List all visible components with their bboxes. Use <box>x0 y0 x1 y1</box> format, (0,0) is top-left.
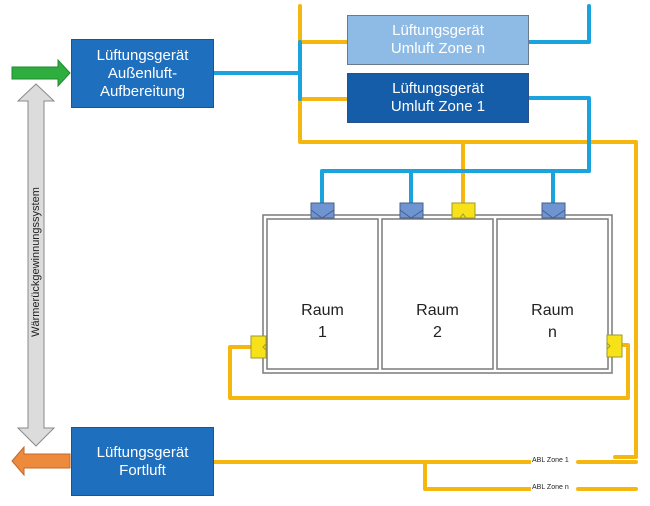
unit-outdoor-air-treatment[interactable]: Lüftungsgerät Außenluft- Aufbereitung <box>71 39 214 108</box>
room-1-name: Raum <box>301 302 344 319</box>
room-2[interactable]: Raum 2 <box>382 300 493 344</box>
duct-label-abl-zone-1: ABL Zone 1 <box>531 457 570 464</box>
exhaust-air-outlet-arrow-icon <box>11 445 71 477</box>
outdoor-air-intake-arrow-icon <box>11 58 71 88</box>
room-2-id: 2 <box>433 324 442 341</box>
room-1[interactable]: Raum 1 <box>267 300 378 344</box>
supply-diffuser-room2-icon <box>399 202 424 219</box>
unit-zone-1-line2: Umluft Zone 1 <box>390 98 486 115</box>
supply-diffuser-room1-icon <box>310 202 335 219</box>
extract-duct-room1-loop <box>228 343 630 400</box>
unit-exhaust-air[interactable]: Lüftungsgerät Fortluft <box>71 427 214 496</box>
unit-recirculation-zone-1[interactable]: Lüftungsgerät Umluft Zone 1 <box>347 73 529 123</box>
unit-exhaust-line1: Lüftungsgerät <box>96 443 189 461</box>
extract-grille-roomn-icon <box>606 334 623 358</box>
unit-recirculation-zone-n[interactable]: Lüftungsgerät Umluft Zone n <box>347 15 529 65</box>
room-1-wall <box>266 218 379 370</box>
unit-exhaust-line2: Fortluft <box>119 461 166 479</box>
unit-outdoor-air-line2: Außenluft- <box>107 64 178 82</box>
room-1-id: 1 <box>318 324 327 341</box>
room-n-wall <box>496 218 609 370</box>
room-2-wall <box>381 218 494 370</box>
unit-outdoor-air-line1: Lüftungsgerät <box>96 46 189 64</box>
supply-diffuser-roomn-icon <box>541 202 566 219</box>
heat-recovery-double-arrow-icon <box>16 83 56 447</box>
duct-label-abl-zone-n: ABL Zone n <box>531 484 570 491</box>
extract-grille-room1-icon <box>250 335 267 359</box>
heat-recovery-label: Wärmerückgewinnungssystem <box>30 187 42 337</box>
room-n-name: Raum <box>531 302 574 319</box>
unit-zone-1-line1: Lüftungsgerät <box>392 80 484 97</box>
supply-duct-zone-1-out <box>527 96 591 173</box>
unit-outdoor-air-line3: Aufbereitung <box>99 82 186 100</box>
room-2-name: Raum <box>416 302 459 319</box>
unit-zone-n-line2: Umluft Zone n <box>390 40 486 57</box>
extract-duct-abl-zone-n <box>423 460 532 491</box>
room-n-id: n <box>548 324 557 341</box>
supply-duct-header <box>320 169 591 204</box>
unit-zone-n-line1: Lüftungsgerät <box>392 22 484 39</box>
extract-grille-room2-icon <box>451 202 476 219</box>
supply-duct-zone-n-out <box>527 4 591 44</box>
room-n[interactable]: Raum n <box>497 300 608 344</box>
